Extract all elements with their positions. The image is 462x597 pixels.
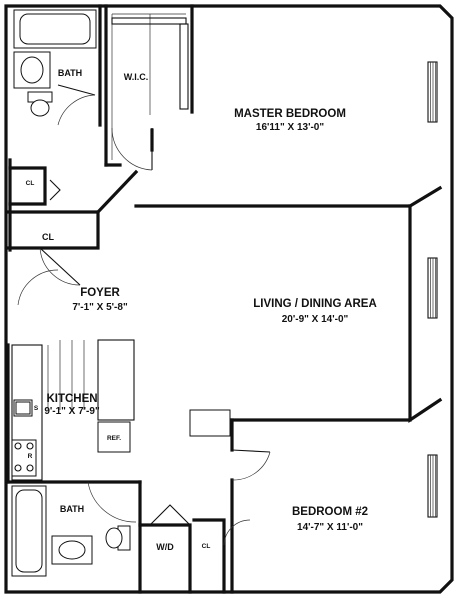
kitchen-name: KITCHEN (46, 393, 97, 405)
closet-small-name: CL (26, 180, 35, 187)
wic-name: W.I.C. (124, 72, 149, 82)
exterior-walls (4, 4, 454, 594)
washer-dryer-name: W/D (156, 542, 174, 552)
refrigerator-label: REF. (107, 435, 121, 442)
windows (427, 61, 438, 518)
room-labels: MASTER BEDROOM 16'11" X 13'-0" LIVING / … (26, 68, 377, 552)
master-bedroom-dims: 16'11" X 13'-0" (256, 122, 324, 133)
fixtures (11, 9, 231, 577)
doors (17, 84, 271, 546)
range-label: R (28, 453, 33, 460)
master-bedroom-name: MASTER BEDROOM (234, 108, 346, 120)
closet-foyer-name: CL (42, 232, 54, 242)
bedroom2-name: BEDROOM #2 (292, 506, 368, 518)
closet-bed2-name: CL (202, 543, 211, 550)
kitchen-dims: 9'-1" X 7'-9" (44, 406, 100, 417)
foyer-dims: 7'-1" X 5'-8" (72, 302, 128, 313)
living-dining-name: LIVING / DINING AREA (253, 298, 377, 310)
interior-walls (6, 4, 443, 594)
bath-top-name: BATH (58, 68, 82, 78)
bedroom2-dims: 14'-7" X 11'-0" (297, 522, 363, 533)
living-dining-dims: 20'-9" X 14'-0" (282, 314, 349, 325)
foyer-name: FOYER (80, 287, 120, 299)
bath-bottom-name: BATH (60, 504, 84, 514)
sink-label: S (34, 405, 39, 412)
